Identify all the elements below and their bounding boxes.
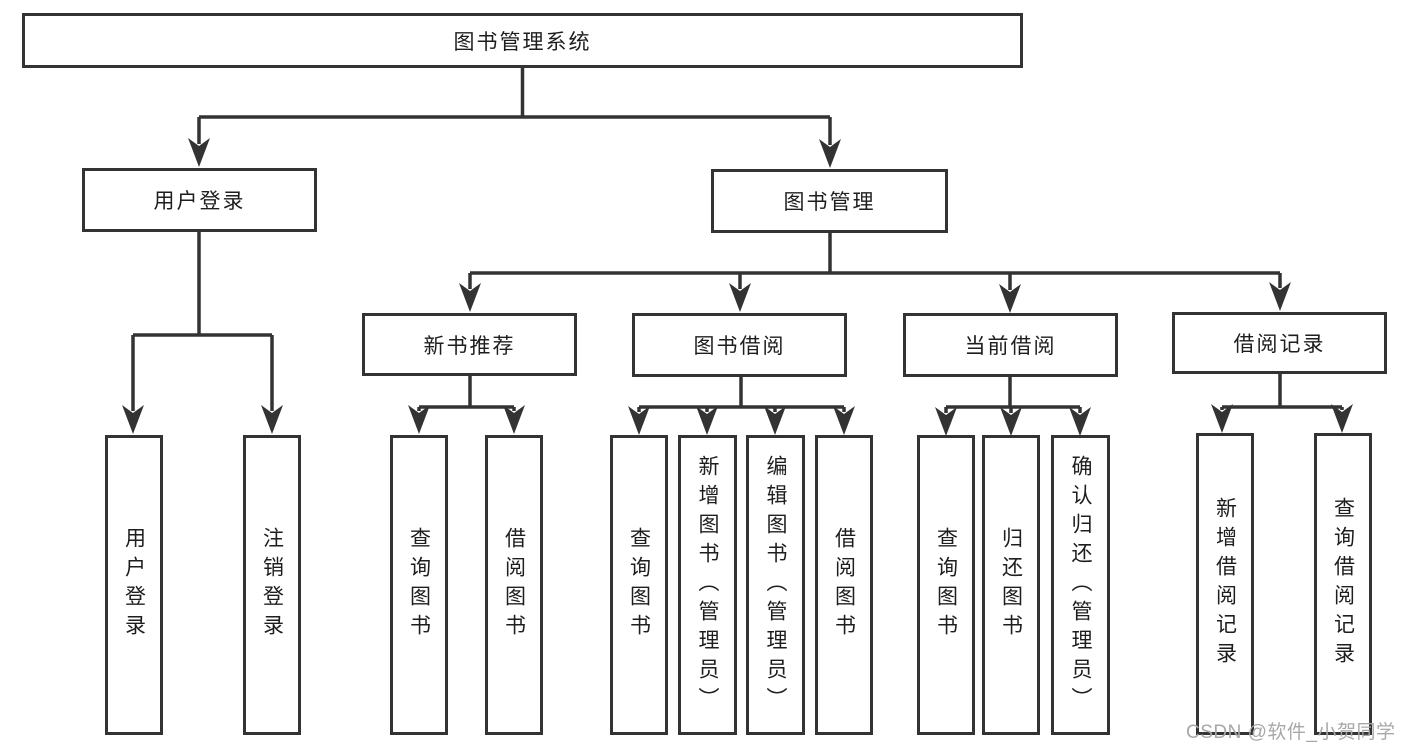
node-root-library-system: 图书管理系统 — [22, 13, 1023, 68]
leaf-recommend-query-books: 查询图书 — [390, 435, 448, 735]
node-current-borrow: 当前借阅 — [903, 313, 1118, 377]
leaf-records-add-record: 新增借阅记录 — [1196, 433, 1254, 735]
csdn-watermark: CSDN @软件_小贺同学 — [1186, 722, 1396, 743]
node-borrow-records: 借阅记录 — [1172, 312, 1387, 374]
leaf-borrow-borrow-books: 借阅图书 — [815, 435, 873, 735]
leaf-borrow-edit-books-admin: 编辑图书（管理员） — [746, 435, 805, 735]
leaf-logout: 注销登录 — [243, 435, 301, 735]
leaf-borrow-query-books: 查询图书 — [610, 435, 668, 735]
leaf-current-confirm-return-admin: 确认归还（管理员） — [1051, 435, 1110, 735]
leaf-records-query-record: 查询借阅记录 — [1314, 433, 1372, 735]
node-user-login: 用户登录 — [82, 168, 317, 232]
node-book-borrow: 图书借阅 — [632, 313, 847, 377]
leaf-current-query-books: 查询图书 — [917, 435, 975, 735]
leaf-current-return-books: 归还图书 — [982, 435, 1040, 735]
leaf-borrow-add-books-admin: 新增图书（管理员） — [678, 435, 737, 735]
leaf-recommend-borrow-books: 借阅图书 — [485, 435, 543, 735]
leaf-user-login: 用户登录 — [105, 435, 163, 735]
node-new-book-recommend: 新书推荐 — [362, 313, 577, 376]
node-book-management: 图书管理 — [711, 169, 948, 233]
